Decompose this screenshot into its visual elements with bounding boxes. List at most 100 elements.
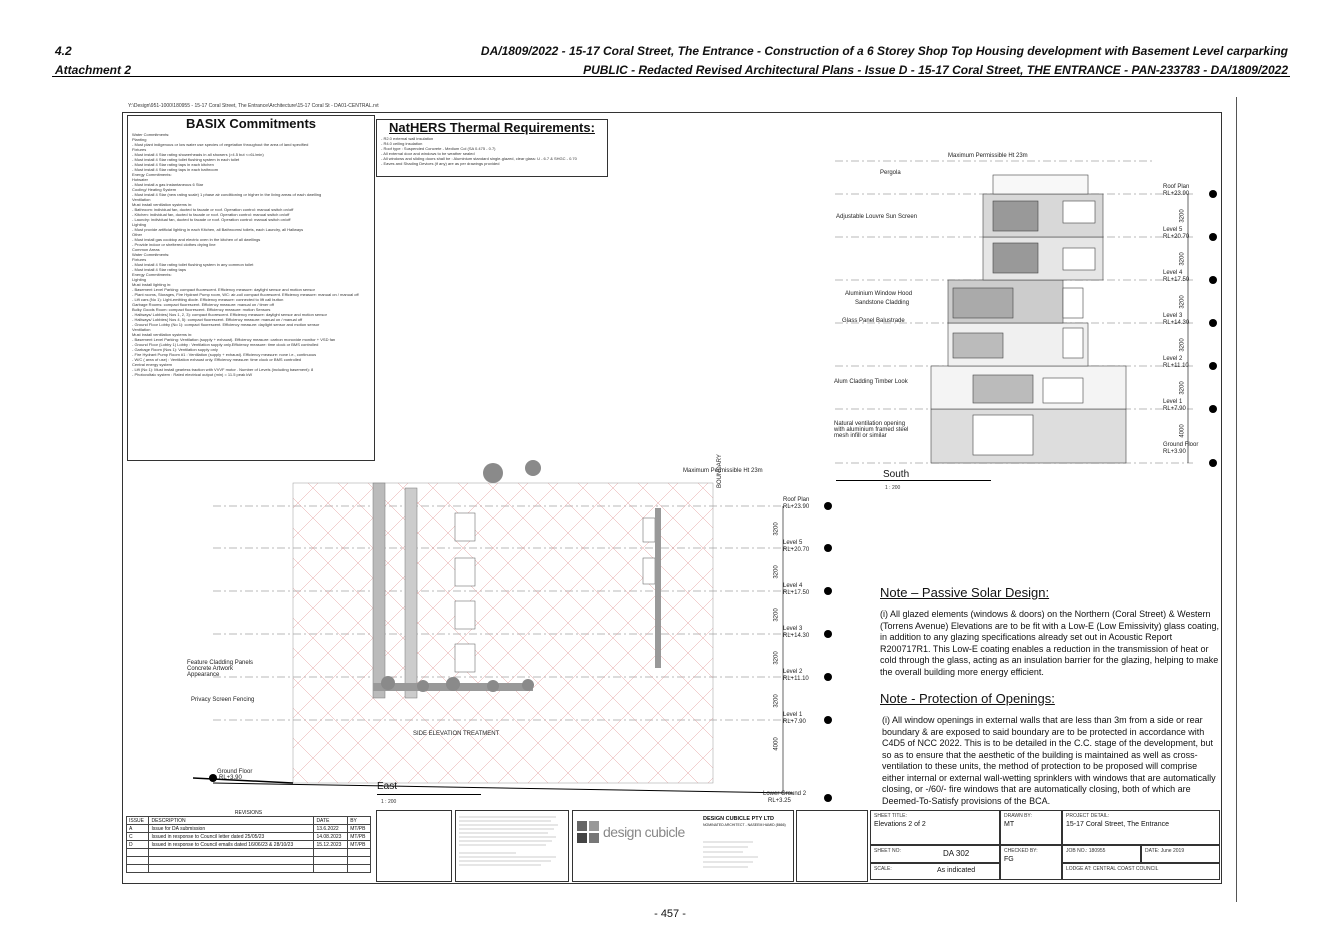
south-title: South: [883, 469, 910, 480]
revision-cell: [125, 848, 150, 857]
basix-line: - Must provide artificial lighting in ea…: [132, 227, 304, 232]
file-path: Y:\Design\951-1000\180955 - 15-17 Coral …: [128, 103, 379, 109]
revision-cell: [148, 848, 315, 857]
passive-solar-title: Note – Passive Solar Design:: [880, 585, 1050, 600]
drawing-sheet: BASIX Commitments Water Commitments:Plan…: [122, 112, 1222, 884]
scale-cell: SCALE: As indicated: [870, 863, 1000, 880]
level-rl: RL+3.25: [768, 798, 791, 804]
level-name: Ground Floor: [1163, 442, 1199, 448]
level-name: Roof Plan: [783, 497, 810, 503]
nathers-line: - Eaves and Shading Devices (if any) are…: [381, 161, 500, 166]
lodge-cell: LODGE AT: CENTRAL COAST COUNCIL: [1062, 863, 1220, 880]
basix-line: - Lift (No 1): Must install gearless tra…: [132, 367, 314, 372]
level-name: Roof Plan: [1163, 184, 1190, 190]
level-rl: RL+20.70: [1163, 234, 1190, 240]
table-row: [125, 864, 371, 873]
revision-cell: [148, 864, 315, 873]
south-label-pergola: Pergola: [880, 170, 901, 176]
basix-line: - Kitchen: individual fan, ducted to fac…: [132, 212, 290, 217]
basix-line: Must install ventilation systems in:: [132, 332, 193, 337]
revision-cell: [125, 864, 150, 873]
nathers-title: NatHERS Thermal Requirements:: [389, 120, 595, 135]
basix-line: Ventilation: [132, 327, 151, 332]
south-label-sandstone: Sandstone Cladding: [855, 300, 910, 306]
south-label-louvre: Adjustable Louvre Sun Screen: [836, 214, 918, 220]
basix-line: Lighting: [132, 222, 147, 227]
project-cell: PROJECT DETAIL: 15-17 Coral Street, The …: [1062, 810, 1220, 845]
level-rl: RL+11.10: [783, 676, 809, 682]
level-rl: RL+11.10: [1163, 363, 1189, 369]
revisions-title: REVISIONS: [234, 810, 263, 816]
revision-header-cell: DESCRIPTION: [148, 816, 315, 825]
revision-cell: A: [125, 824, 150, 833]
drawn-by: MT: [1004, 821, 1015, 828]
basix-line: - Must install 4 Star rating taps: [132, 267, 187, 272]
openings-text: (i) All window openings in external wall…: [882, 715, 1216, 806]
basix-line: - Must install 4 Star rating toilet flus…: [132, 157, 240, 162]
revision-cell: [313, 864, 349, 873]
basix-line: Lighting: [132, 277, 147, 282]
basix-line: - Basement Level Parking: compact fluore…: [132, 287, 315, 292]
firm-block: design cubicle DESIGN CUBICLE PTY LTD NO…: [572, 810, 794, 882]
level-dimension: 3200: [773, 564, 780, 579]
basix-line: Must install ventilation systems in:: [132, 202, 193, 207]
level-rl: RL+7.90: [1163, 406, 1186, 412]
basix-line: - Fire Hydrant Pump Room #1 : Ventilatio…: [132, 352, 317, 357]
basix-line: Ventilation: [132, 197, 151, 202]
revision-cell: [347, 848, 371, 857]
stamp-box: [796, 810, 868, 882]
basix-line: Central energy system: [132, 362, 173, 367]
basix-line: - Laundry: individual fan, ducted to fac…: [132, 217, 291, 222]
east-label-side: SIDE ELEVATION TREATMENT: [413, 731, 500, 737]
basix-line: - Provide indoor or sheltered clothes dr…: [132, 242, 216, 247]
east-title-rule: [377, 794, 481, 795]
level-dimension: 3200: [1179, 208, 1186, 223]
basix-line: - Must install 4 Star (new rating scale)…: [132, 192, 322, 197]
south-label-glass: Glass Panel Balustrade: [842, 318, 905, 324]
basix-line: Common Areas: [132, 247, 160, 252]
east-boundary: BOUNDARY: [717, 454, 723, 488]
level-rl: RL+17.50: [1163, 277, 1190, 283]
level-name: Level 1: [783, 712, 803, 718]
level-dimension: 3200: [773, 650, 780, 665]
header-rule: [52, 76, 1290, 77]
level-name: Level 5: [783, 540, 803, 546]
item-number: 4.2: [55, 44, 72, 58]
basix-line: Cooling/ Heating System: [132, 187, 177, 192]
level-name: Level 4: [1163, 270, 1183, 276]
level-name: Level 3: [783, 626, 803, 632]
basix-line: - Ground Floor Lobby (No 1): compact flu…: [132, 322, 320, 327]
project-name: 15-17 Coral Street, The Entrance: [1066, 821, 1169, 828]
attachment-label: Attachment 2: [55, 63, 132, 77]
east-label-privacy: Privacy Screen Fencing: [191, 697, 255, 703]
basix-line: - Must install 4 Star rating taps in eac…: [132, 167, 219, 172]
south-elevation: [835, 160, 1217, 467]
basix-line: - Must plant indigenous or low water use…: [132, 142, 309, 147]
sheet-title: Elevations 2 of 2: [874, 821, 926, 828]
sheet-title-cell: SHEET TITLE: Elevations 2 of 2: [870, 810, 1000, 845]
revision-cell: [347, 856, 371, 865]
level-name: Level 5: [1163, 227, 1183, 233]
level-dimension: 3200: [1179, 251, 1186, 266]
level-dimension: 3200: [1179, 294, 1186, 309]
design-cubicle-logo: [577, 821, 603, 847]
east-title: East: [377, 781, 398, 792]
basix-line: - Must install 4 Star rating showerheads…: [132, 152, 264, 157]
revision-cell: C: [125, 832, 150, 841]
revision-header-cell: ISSUE: [125, 816, 150, 825]
level-name: Level 3: [1163, 313, 1183, 319]
basix-line: - Must install a gas instantaneous 6 Sta…: [132, 182, 204, 187]
level-dimension: 4000: [1179, 423, 1186, 438]
revision-cell: MT/PB: [347, 824, 371, 833]
basix-line: Other: [132, 232, 143, 237]
basix-line: - Basement Level Parking: Ventilation (s…: [132, 337, 336, 342]
revision-cell: [313, 848, 349, 857]
south-scale: 1 : 200: [885, 485, 901, 491]
nathers-line: - All external door and windows to be we…: [381, 151, 475, 156]
revision-cell: 13.6.2022: [313, 824, 349, 833]
lodge-at: LODGE AT: CENTRAL COAST COUNCIL: [1066, 866, 1159, 872]
table-row: [125, 848, 371, 857]
